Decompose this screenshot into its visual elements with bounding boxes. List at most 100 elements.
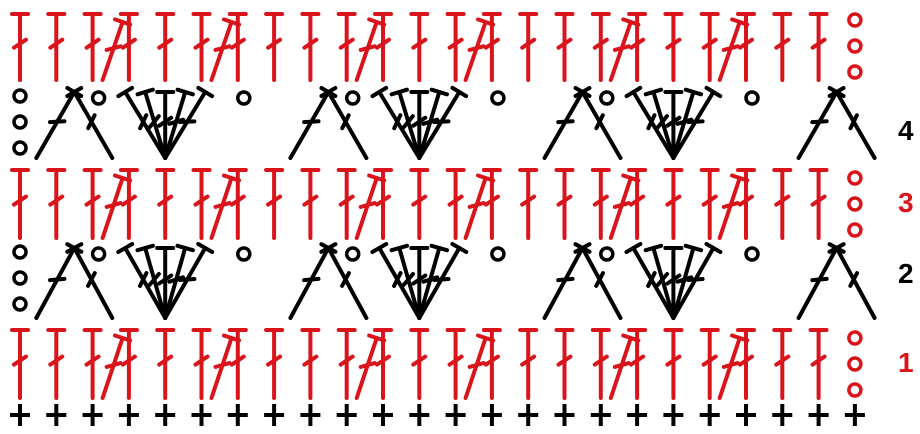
chain-circle-icon	[12, 88, 28, 104]
dc-slash	[84, 194, 101, 207]
dc-slash	[411, 273, 428, 286]
dc-slash	[556, 119, 575, 125]
row-label-1: 1	[898, 347, 914, 378]
dc-slash	[447, 354, 464, 367]
dc-slash	[266, 37, 283, 50]
double-crochet-icon	[354, 20, 379, 82]
double-crochet-icon	[288, 246, 331, 320]
dc-slash	[810, 194, 827, 207]
chain-circle-icon	[236, 90, 252, 106]
dc-slash	[447, 194, 464, 207]
double-crochet-icon	[34, 246, 77, 320]
dc-slash	[338, 354, 355, 367]
dc-slash	[520, 37, 537, 50]
double-crochet-icon	[209, 20, 234, 82]
double-crochet-icon	[72, 246, 115, 320]
dc-slash	[592, 354, 609, 367]
dc-slash	[120, 37, 137, 50]
dc-top-bar	[65, 86, 84, 98]
dc-slash	[229, 354, 246, 367]
dc-slash	[48, 37, 65, 50]
dc-slash	[721, 201, 740, 209]
double-crochet-icon	[354, 176, 379, 240]
dc-slash	[193, 354, 210, 367]
dc-slash	[392, 271, 403, 288]
double-crochet-icon	[651, 246, 676, 320]
double-crochet-icon	[631, 246, 676, 320]
double-crochet-icon	[796, 246, 839, 320]
dc-slash	[629, 194, 646, 207]
chain-circle-icon	[12, 114, 28, 130]
dc-top-bar	[370, 85, 389, 99]
double-crochet-icon	[100, 176, 125, 240]
dc-slash	[774, 37, 791, 50]
dc-slash	[592, 37, 609, 50]
chain-circle-icon	[847, 64, 863, 80]
double-crochet-icon	[397, 246, 422, 320]
dc-top-bar	[370, 242, 389, 254]
double-crochet-icon	[580, 90, 623, 160]
dc-slash	[375, 194, 391, 207]
dc-slash	[84, 37, 101, 50]
dc-slash	[12, 354, 28, 367]
dc-slash	[665, 115, 682, 128]
dc-slash	[686, 277, 705, 282]
dc-slash	[483, 194, 500, 207]
dc-slash	[594, 271, 605, 288]
dc-slash	[655, 272, 670, 287]
dc-slash	[157, 194, 174, 207]
chain-circle-icon	[847, 170, 863, 186]
double-crochet-icon	[671, 246, 696, 320]
dc-top-bar	[643, 87, 664, 97]
dc-slash	[229, 194, 246, 207]
dc-slash	[213, 361, 232, 369]
dc-slash	[411, 115, 428, 128]
dc-slash	[48, 276, 67, 283]
dc-slash	[655, 114, 669, 130]
double-crochet-icon	[608, 20, 633, 82]
dc-slash	[411, 37, 428, 50]
chain-circle-icon	[344, 246, 361, 262]
dc-slash	[302, 119, 321, 125]
chain-circle-icon	[744, 90, 760, 106]
dc-slash	[629, 354, 646, 367]
chain-circle-icon	[12, 270, 28, 286]
dc-slash	[392, 113, 403, 131]
dc-top-bar	[196, 85, 215, 99]
dc-top-bar	[319, 242, 338, 254]
dc-slash	[738, 37, 754, 50]
dc-slash	[467, 201, 486, 209]
dc-slash	[213, 44, 232, 52]
chain-circle-icon	[847, 196, 863, 212]
dc-slash	[810, 354, 827, 367]
dc-slash	[432, 277, 451, 282]
dc-slash	[629, 37, 646, 50]
double-crochet-icon	[417, 246, 442, 320]
dc-slash	[302, 354, 319, 367]
dc-top-bar	[704, 242, 723, 254]
dc-slash	[520, 194, 537, 207]
chain-circle-icon	[847, 38, 863, 54]
dc-slash	[86, 271, 97, 288]
chain-circle-icon	[236, 246, 252, 262]
double-crochet-icon	[397, 90, 422, 160]
double-crochet-icon	[796, 90, 839, 160]
row-label-4: 4	[898, 115, 914, 146]
chain-circle-icon	[90, 246, 107, 262]
dc-slash	[556, 37, 573, 50]
dc-slash	[810, 119, 829, 125]
dc-slash	[467, 361, 486, 369]
double-crochet-icon	[34, 90, 77, 160]
dc-top-bar	[624, 242, 643, 254]
dc-top-bar	[135, 87, 155, 97]
dc-slash	[665, 273, 682, 286]
double-crochet-icon	[326, 90, 369, 160]
dc-slash	[193, 194, 210, 207]
dc-top-bar	[704, 85, 723, 99]
double-crochet-icon	[354, 336, 379, 400]
dc-top-bar	[450, 242, 469, 254]
double-crochet-icon	[417, 90, 462, 160]
dc-slash	[721, 44, 740, 52]
double-crochet-icon	[671, 246, 716, 320]
dc-slash	[467, 44, 486, 52]
